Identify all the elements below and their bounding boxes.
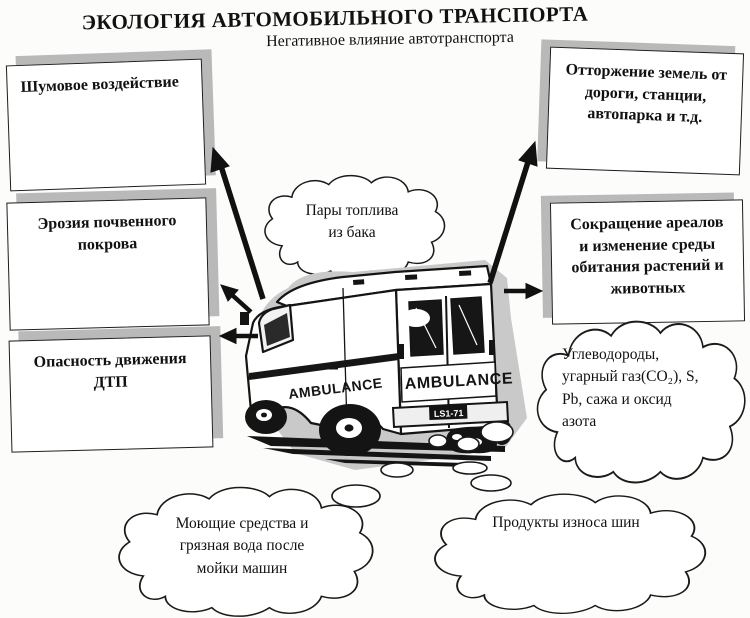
box-habitat-reduction: Сокращение ареалов и изменение среды оби… bbox=[549, 199, 746, 325]
tail-light-right bbox=[489, 340, 495, 355]
cloud-shape bbox=[118, 486, 374, 617]
side-door-handle bbox=[329, 366, 338, 370]
box-danger-label: Опасность движения ДТП bbox=[33, 350, 187, 392]
cloud-washing-water: Моющие средства и грязная вода после мой… bbox=[105, 483, 379, 618]
box-habitat-label: Сокращение ареалов и изменение среды оби… bbox=[570, 213, 724, 298]
roof-light bbox=[459, 270, 472, 276]
box-traffic-danger: Опасность движения ДТП bbox=[8, 335, 214, 453]
ambulance-illustration: AMBULANCE AMBULANCE LS1-71 bbox=[240, 260, 527, 470]
cloud-exhaust-emissions: Углеводороды, угарный газ(CO₂), S, Pb, с… bbox=[526, 316, 750, 486]
cloud-shape bbox=[434, 493, 707, 615]
roof-light bbox=[405, 274, 418, 280]
rear-label-band bbox=[400, 361, 497, 403]
box-land-label: Отторжение земель от дороги, станции, ав… bbox=[565, 61, 728, 127]
box-noise-label: Шумовое воздействие bbox=[20, 73, 180, 96]
rear-ambulance-label: AMBULANCE bbox=[404, 370, 513, 393]
license-plate bbox=[429, 404, 468, 420]
door-seam-side bbox=[342, 287, 348, 428]
box-noise-impact: Шумовое воздействие bbox=[5, 58, 207, 192]
cloud-emissions-label: Углеводороды, угарный газ(CO₂), S, Pb, с… bbox=[562, 346, 699, 431]
side-stripe bbox=[249, 353, 399, 380]
cloud-fuel-vapors: Пары топлива из бака bbox=[255, 172, 449, 280]
cloud-shape bbox=[264, 174, 446, 279]
box-erosion-label: Эрозия почвенного покрова bbox=[37, 212, 177, 254]
thought-bubble bbox=[470, 474, 512, 492]
cloud-washing-label: Моющие средства и грязная вода после мой… bbox=[175, 515, 309, 577]
side-mirror bbox=[240, 312, 249, 325]
cloud-fuel-label: Пары топлива из бака bbox=[305, 202, 399, 242]
cloud-shape bbox=[536, 320, 746, 484]
box-soil-erosion: Эрозия почвенного покрова bbox=[6, 197, 210, 331]
license-plate-text: LS1-71 bbox=[434, 408, 464, 419]
highlight-oval bbox=[402, 309, 430, 327]
tail-light-left bbox=[398, 344, 404, 359]
driver-window-glass bbox=[264, 313, 290, 346]
cloud-tires-label: Продукты износа шин bbox=[492, 514, 640, 531]
cloud-tire-wear: Продукты износа шин bbox=[420, 490, 712, 616]
roof-light bbox=[352, 279, 365, 285]
rear-window-right bbox=[450, 296, 485, 355]
box-land-loss: Отторжение земель от дороги, станции, ав… bbox=[545, 46, 745, 176]
